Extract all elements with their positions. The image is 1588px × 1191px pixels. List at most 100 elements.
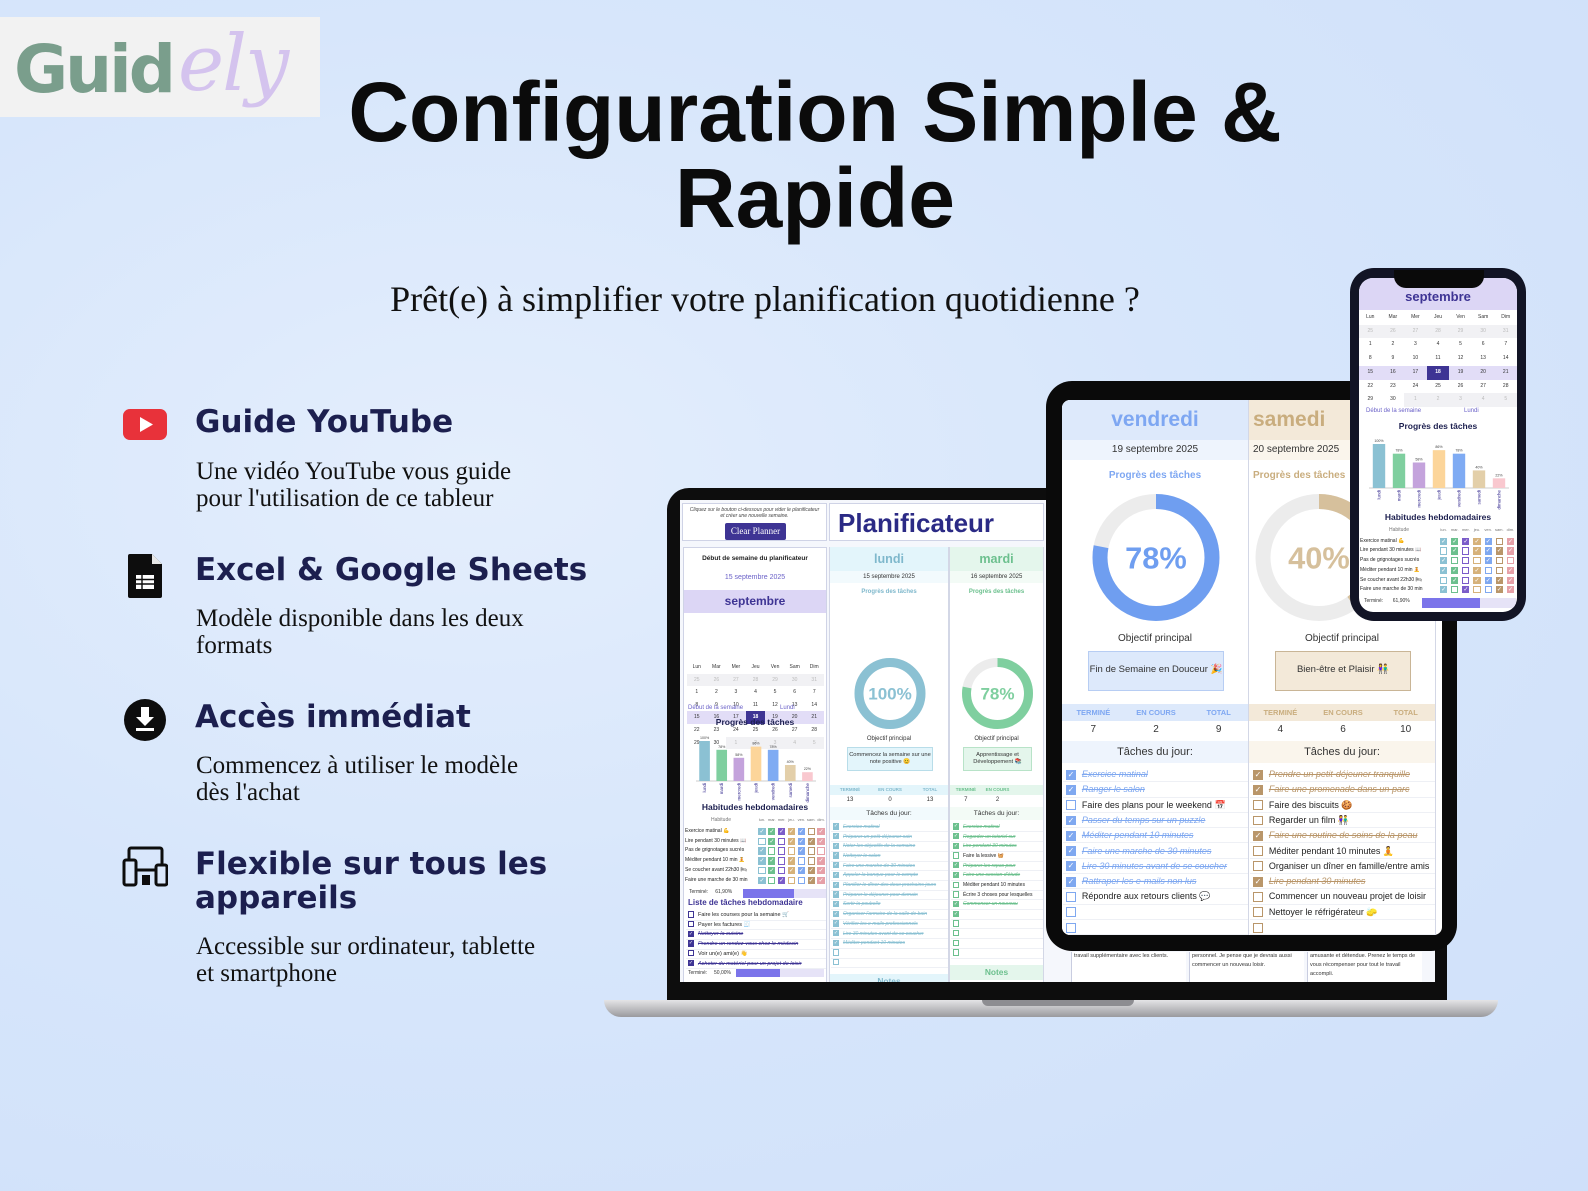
calendar-day[interactable]: 25: [752, 726, 759, 733]
checkbox-checked[interactable]: ✓: [952, 862, 960, 869]
task-row[interactable]: ✓Faire une marche de 30 minutes: [1063, 844, 1248, 859]
checkbox-checked[interactable]: ✓: [952, 900, 960, 908]
checkbox-checked[interactable]: ✓: [1506, 576, 1515, 584]
checkbox-unchecked[interactable]: [1451, 586, 1459, 594]
task-row[interactable]: [1250, 920, 1435, 935]
calendar-day[interactable]: 26: [706, 673, 727, 687]
checkbox-unchecked[interactable]: [952, 891, 960, 898]
checkbox-unchecked[interactable]: [797, 876, 806, 885]
checkbox-checked[interactable]: ✓: [687, 930, 695, 938]
checkbox-checked[interactable]: ✓: [1451, 537, 1459, 545]
calendar-day[interactable]: 3: [734, 689, 738, 696]
task-row[interactable]: Voir un(e) ami(e) 👋: [686, 950, 826, 960]
checkbox-checked[interactable]: ✓: [787, 867, 796, 875]
task-row[interactable]: ✓Faire une session d'étude: [951, 871, 1043, 881]
checkbox-checked[interactable]: ✓: [1462, 537, 1470, 545]
calendar-day[interactable]: 5: [804, 736, 824, 750]
checkbox-unchecked[interactable]: [1065, 800, 1076, 811]
calendar-day[interactable]: 30: [784, 673, 805, 687]
checkbox-unchecked[interactable]: [1495, 537, 1503, 545]
task-row[interactable]: ✓Lire 30 minutes avant de se coucher: [1063, 859, 1248, 875]
checkbox-checked[interactable]: ✓: [1065, 830, 1076, 841]
task-row[interactable]: [951, 930, 1043, 940]
checkbox-checked[interactable]: ✓: [832, 939, 840, 946]
checkbox-unchecked[interactable]: [758, 867, 766, 875]
calendar-day[interactable]: 30: [713, 739, 720, 746]
checkbox-checked[interactable]: ✓: [1439, 586, 1448, 594]
checkbox-checked[interactable]: ✓: [832, 842, 840, 849]
checkbox-unchecked[interactable]: [1462, 576, 1470, 584]
task-row[interactable]: Commencer un nouveau projet de loisir: [1250, 889, 1435, 905]
checkbox-checked[interactable]: ✓: [1065, 861, 1076, 872]
checkbox-checked[interactable]: ✓: [817, 827, 825, 836]
calendar-day[interactable]: 19: [765, 711, 785, 724]
calendar-day[interactable]: 19: [1449, 365, 1472, 380]
checkbox-unchecked[interactable]: [1252, 907, 1263, 918]
checkbox-checked[interactable]: ✓: [832, 881, 840, 888]
calendar-day[interactable]: 25: [1359, 324, 1382, 339]
calendar-day[interactable]: 12: [772, 701, 778, 708]
task-row[interactable]: ✓Prendre un petit-déjeuner tranquille: [1250, 767, 1435, 783]
calendar-day[interactable]: 28: [1426, 324, 1450, 339]
calendar-day[interactable]: 5: [1459, 341, 1462, 348]
calendar-day[interactable]: 10: [733, 701, 739, 708]
task-row[interactable]: [951, 920, 1043, 930]
task-row[interactable]: ✓Regarder un tutoriel sur: [951, 833, 1043, 843]
checkbox-checked[interactable]: ✓: [832, 891, 840, 898]
calendar-day[interactable]: 29: [1449, 324, 1472, 339]
task-row[interactable]: ✓Nettoyer le salon: [831, 852, 948, 862]
calendar-day[interactable]: 29: [765, 673, 785, 687]
calendar-day[interactable]: 28: [811, 726, 817, 733]
checkbox-unchecked[interactable]: [687, 950, 695, 957]
checkbox-checked[interactable]: ✓: [777, 876, 786, 885]
task-row[interactable]: ✓Exercice matinal: [951, 823, 1043, 833]
calendar-day[interactable]: 23: [1390, 382, 1396, 389]
checkbox-unchecked[interactable]: [1065, 892, 1076, 902]
checkbox-checked[interactable]: ✓: [687, 959, 695, 967]
goal-value[interactable]: Apprentissage et Développement 📚: [963, 746, 1032, 771]
checkbox-unchecked[interactable]: [777, 837, 786, 845]
task-row[interactable]: ✓Exercice matinal: [831, 823, 948, 833]
checkbox-unchecked[interactable]: [832, 949, 840, 956]
task-row[interactable]: Organiser un dîner en famille/entre amis: [1250, 859, 1435, 875]
calendar-day[interactable]: 1: [726, 736, 746, 750]
calendar-day[interactable]: 4: [1471, 393, 1495, 407]
task-row[interactable]: ✓Vérifier les e-mails professionnels: [831, 920, 948, 930]
checkbox-checked[interactable]: ✓: [797, 827, 806, 836]
calendar-day[interactable]: 25: [1435, 382, 1441, 389]
goal-value[interactable]: Bien-être et Plaisir 👫: [1275, 650, 1411, 691]
checkbox-checked[interactable]: ✓: [797, 847, 806, 855]
checkbox-checked[interactable]: ✓: [817, 837, 825, 845]
calendar-day[interactable]: 18: [1426, 365, 1450, 380]
calendar-day[interactable]: 1: [1404, 393, 1427, 407]
calendar-day[interactable]: 3: [765, 736, 785, 750]
checkbox-checked[interactable]: ✓: [952, 833, 960, 840]
checkbox-unchecked[interactable]: [807, 847, 815, 855]
checkbox-unchecked[interactable]: [1439, 576, 1448, 584]
checkbox-checked[interactable]: ✓: [1252, 876, 1263, 887]
task-row[interactable]: ✓Organiser l'armoire de la salle de bain: [831, 910, 948, 920]
task-row[interactable]: [951, 949, 1043, 959]
checkbox-checked[interactable]: ✓: [1495, 576, 1503, 584]
task-row[interactable]: ✓Planifier le dîner des deux prochains j…: [831, 881, 948, 891]
checkbox-unchecked[interactable]: [1252, 846, 1263, 857]
checkbox-checked[interactable]: ✓: [1473, 566, 1481, 575]
checkbox-checked[interactable]: ✓: [1439, 537, 1448, 545]
clear-planner-button[interactable]: Clear Planner: [725, 523, 786, 540]
calendar-day[interactable]: 14: [1502, 355, 1509, 362]
planner-start-date[interactable]: 15 septembre 2025: [724, 574, 786, 581]
checkbox-checked[interactable]: ✓: [787, 837, 796, 845]
checkbox-checked[interactable]: ✓: [817, 867, 825, 875]
checkbox-unchecked[interactable]: [687, 911, 695, 918]
task-row[interactable]: ✓Commencer un nouveau: [951, 900, 1043, 911]
checkbox-unchecked[interactable]: [952, 930, 960, 937]
task-row[interactable]: ✓Acheter du matériel pour un projet de l…: [686, 959, 826, 970]
calendar-day[interactable]: 31: [804, 673, 824, 687]
checkbox-unchecked[interactable]: [1252, 892, 1263, 902]
checkbox-checked[interactable]: ✓: [832, 823, 840, 830]
checkbox-checked[interactable]: ✓: [832, 871, 840, 879]
calendar-day[interactable]: 27: [1404, 324, 1427, 339]
calendar-day[interactable]: 21: [1494, 365, 1517, 380]
task-row[interactable]: ✓Préparer le déjeuner pour demain: [831, 891, 948, 901]
calendar-day[interactable]: 8: [695, 701, 699, 708]
